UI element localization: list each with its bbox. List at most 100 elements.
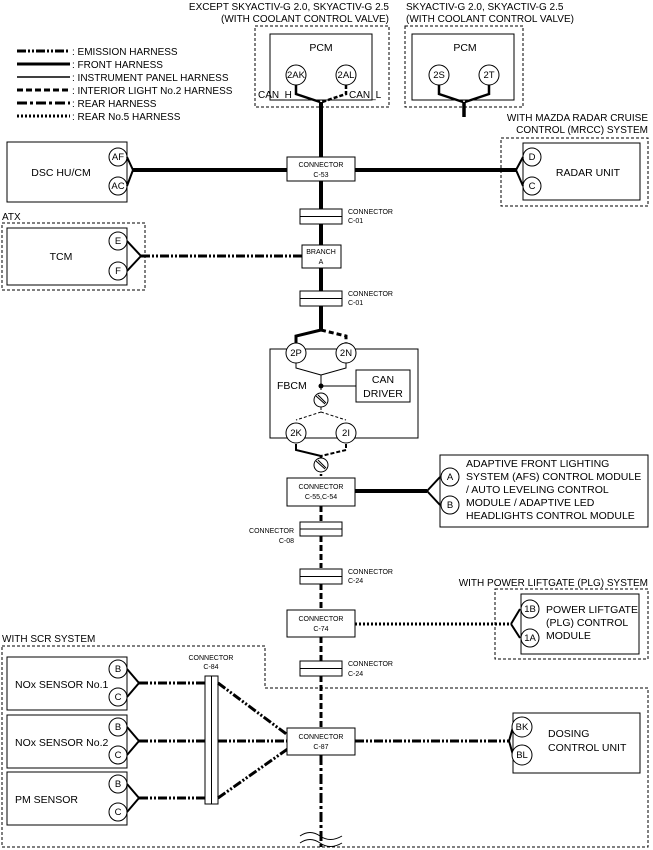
afs-line2: SYSTEM (AFS) CONTROL MODULE [466,471,641,483]
connector-c08-line1: CONNECTOR [249,528,294,535]
dsc-pin-ac-label: AC [111,181,124,192]
pcm-right-pin-2s-label: 2S [433,70,445,81]
radar-unit-label: RADAR UNIT [556,167,621,179]
fbcm-pin-2k [285,422,307,444]
afs-line1: ADAPTIVE FRONT LIGHTING [466,458,609,470]
nox2-label: NOx SENSOR No.2 [15,737,109,749]
afs-pin-b [440,495,460,515]
afs-pin-b-label: B [447,500,453,511]
connector-c87-line1: CONNECTOR [299,734,344,741]
tcm-label: TCM [50,251,73,263]
pcm-left-can-h: CAN_H [258,90,292,101]
legend-rear-label: : REAR HARNESS [72,99,157,110]
afs-pin-a-label: A [447,472,454,483]
connector-c53: CONNECTOR C-53 [286,156,356,182]
afs-line4: MODULE / ADAPTIVE LED [466,497,595,509]
plg-line2: (PLG) CONTROL [546,617,628,629]
plg-header: WITH POWER LIFTGATE (PLG) SYSTEM [459,578,648,589]
connector-c87: CONNECTOR C-87 [286,727,356,756]
scr-group: WITH SCR SYSTEM NOx SENSOR No.1 B C NOx … [1,634,649,848]
fbcm-pin-2i [335,422,357,444]
connector-c24-lower-line2: C-24 [348,671,363,678]
nox1-label: NOx SENSOR No.1 [15,679,109,691]
fbcm-pin-2k-label: 2K [290,428,302,439]
radar-unit-box [522,142,641,201]
connector-c53-line1: CONNECTOR [299,162,344,169]
afs-group: A B ADAPTIVE FRONT LIGHTING SYSTEM (AFS)… [355,454,649,528]
tcm-box [6,227,128,286]
plg-line3: MODULE [546,630,591,642]
afs-line5: HEADLIGHTS CONTROL MODULE [466,510,635,522]
can-driver-line2: DRIVER [363,388,403,400]
legend-interior2-label: : INTERIOR LIGHT No.2 HARNESS [72,86,233,97]
nox1-pin-c-label: C [115,692,122,703]
dosing-group: BK BL DOSING CONTROL UNIT [355,712,641,774]
mrcc-group: WITH MAZDA RADAR CRUISE CONTROL (MRCC) S… [355,113,649,207]
connector-c01-upper-line2: C-01 [348,218,363,225]
connector-c24-lower-line1: CONNECTOR [348,661,393,668]
pcm-right-box [411,33,515,101]
dosing-pin-bk-label: BK [516,722,529,733]
connector-c84-line2: C-84 [203,664,218,671]
connector-c01-lower: CONNECTOR C-01 [299,290,393,307]
branch-a-line2: A [319,259,324,266]
pm-label: PM SENSOR [15,794,78,806]
connector-c24-upper-line1: CONNECTOR [348,569,393,576]
nox2-box [6,714,128,769]
pm-pin-b-label: B [115,779,121,790]
nox1-pin-b-label: B [115,664,121,675]
dosing-pin-bl-label: BL [516,750,528,761]
connector-c01-lower-line2: C-01 [348,300,363,307]
pcm-right-group: SKYACTIV-G 2.0, SKYACTIV-G 2.5 (WITH COO… [404,2,574,117]
plg-pin-1a-label: 1A [524,633,536,644]
pcm-left-pin-2ak-label: 2AK [287,70,306,81]
branch-a-box [301,244,342,269]
mrcc-header-line1: WITH MAZDA RADAR CRUISE [507,113,648,124]
connector-c74-line1: CONNECTOR [299,616,344,623]
plg-pin-1b-label: 1B [524,604,536,615]
connector-c24-upper-line2: C-24 [348,578,363,585]
pcm-right-label: PCM [453,42,476,54]
atx-header: ATX [2,212,21,223]
connector-c55-c54-box [286,477,356,507]
connector-c24-lower: CONNECTOR C-24 [299,660,393,678]
radar-pin-d-label: D [529,152,536,163]
legend-emission-label: : EMISSION HARNESS [72,47,178,58]
pcm-right-header-line1: SKYACTIV-G 2.0, SKYACTIV-G 2.5 [406,2,564,13]
connector-c08: CONNECTOR C-08 [249,521,343,545]
dsc-group: DSC HU/CM AF AC [6,141,287,203]
can-driver-line1: CAN [372,374,394,386]
fbcm-group: 2P 2N FBCM CAN DRIVER 2K 2I [269,342,419,473]
pcm-right-pin-2t-label: 2T [483,70,494,81]
legend: : EMISSION HARNESS : FRONT HARNESS : INS… [17,47,233,123]
connector-c01-lower-line1: CONNECTOR [348,291,393,298]
pcm-right-wires [437,85,491,104]
pm-pin-c-label: C [115,807,122,818]
pcm-left-group: EXCEPT SKYACTIV-G 2.0, SKYACTIV-G 2.5 (W… [189,2,390,108]
pcm-left-label: PCM [309,42,332,54]
branch-a-line1: BRANCH [306,249,336,256]
nox2-pin-c-label: C [115,750,122,761]
pcm-left-header-line1: EXCEPT SKYACTIV-G 2.0, SKYACTIV-G 2.5 [189,2,390,13]
plg-line1: POWER LIFTGATE [546,604,638,616]
dosing-box [512,712,641,774]
dsc-label: DSC HU/CM [31,167,91,179]
fbcm-label: FBCM [277,380,307,392]
dosing-pin-bl [511,744,533,766]
pcm-left-wire-h [294,85,321,104]
connector-c53-box [286,156,356,182]
connector-c87-line2: C-87 [313,744,328,751]
plg-pin-1b [520,599,540,619]
connector-c08-line2: C-08 [279,538,294,545]
fbcm-pin-2n-label: 2N [340,348,352,359]
afs-box [439,454,649,528]
legend-instrument-label: : INSTRUMENT PANEL HARNESS [72,73,229,84]
fbcm-pin-2p-label: 2P [290,348,302,359]
branch-a: BRANCH A [301,244,342,269]
connector-c87-box [286,727,356,756]
connector-c55-c54: CONNECTOR C-55,C-54 [286,477,356,507]
tcm-pin-e-label: E [115,236,121,247]
dosing-line1: DOSING [548,728,589,740]
legend-rear5-label: : REAR No.5 HARNESS [72,112,181,123]
radar-pin-c-label: C [529,181,536,192]
